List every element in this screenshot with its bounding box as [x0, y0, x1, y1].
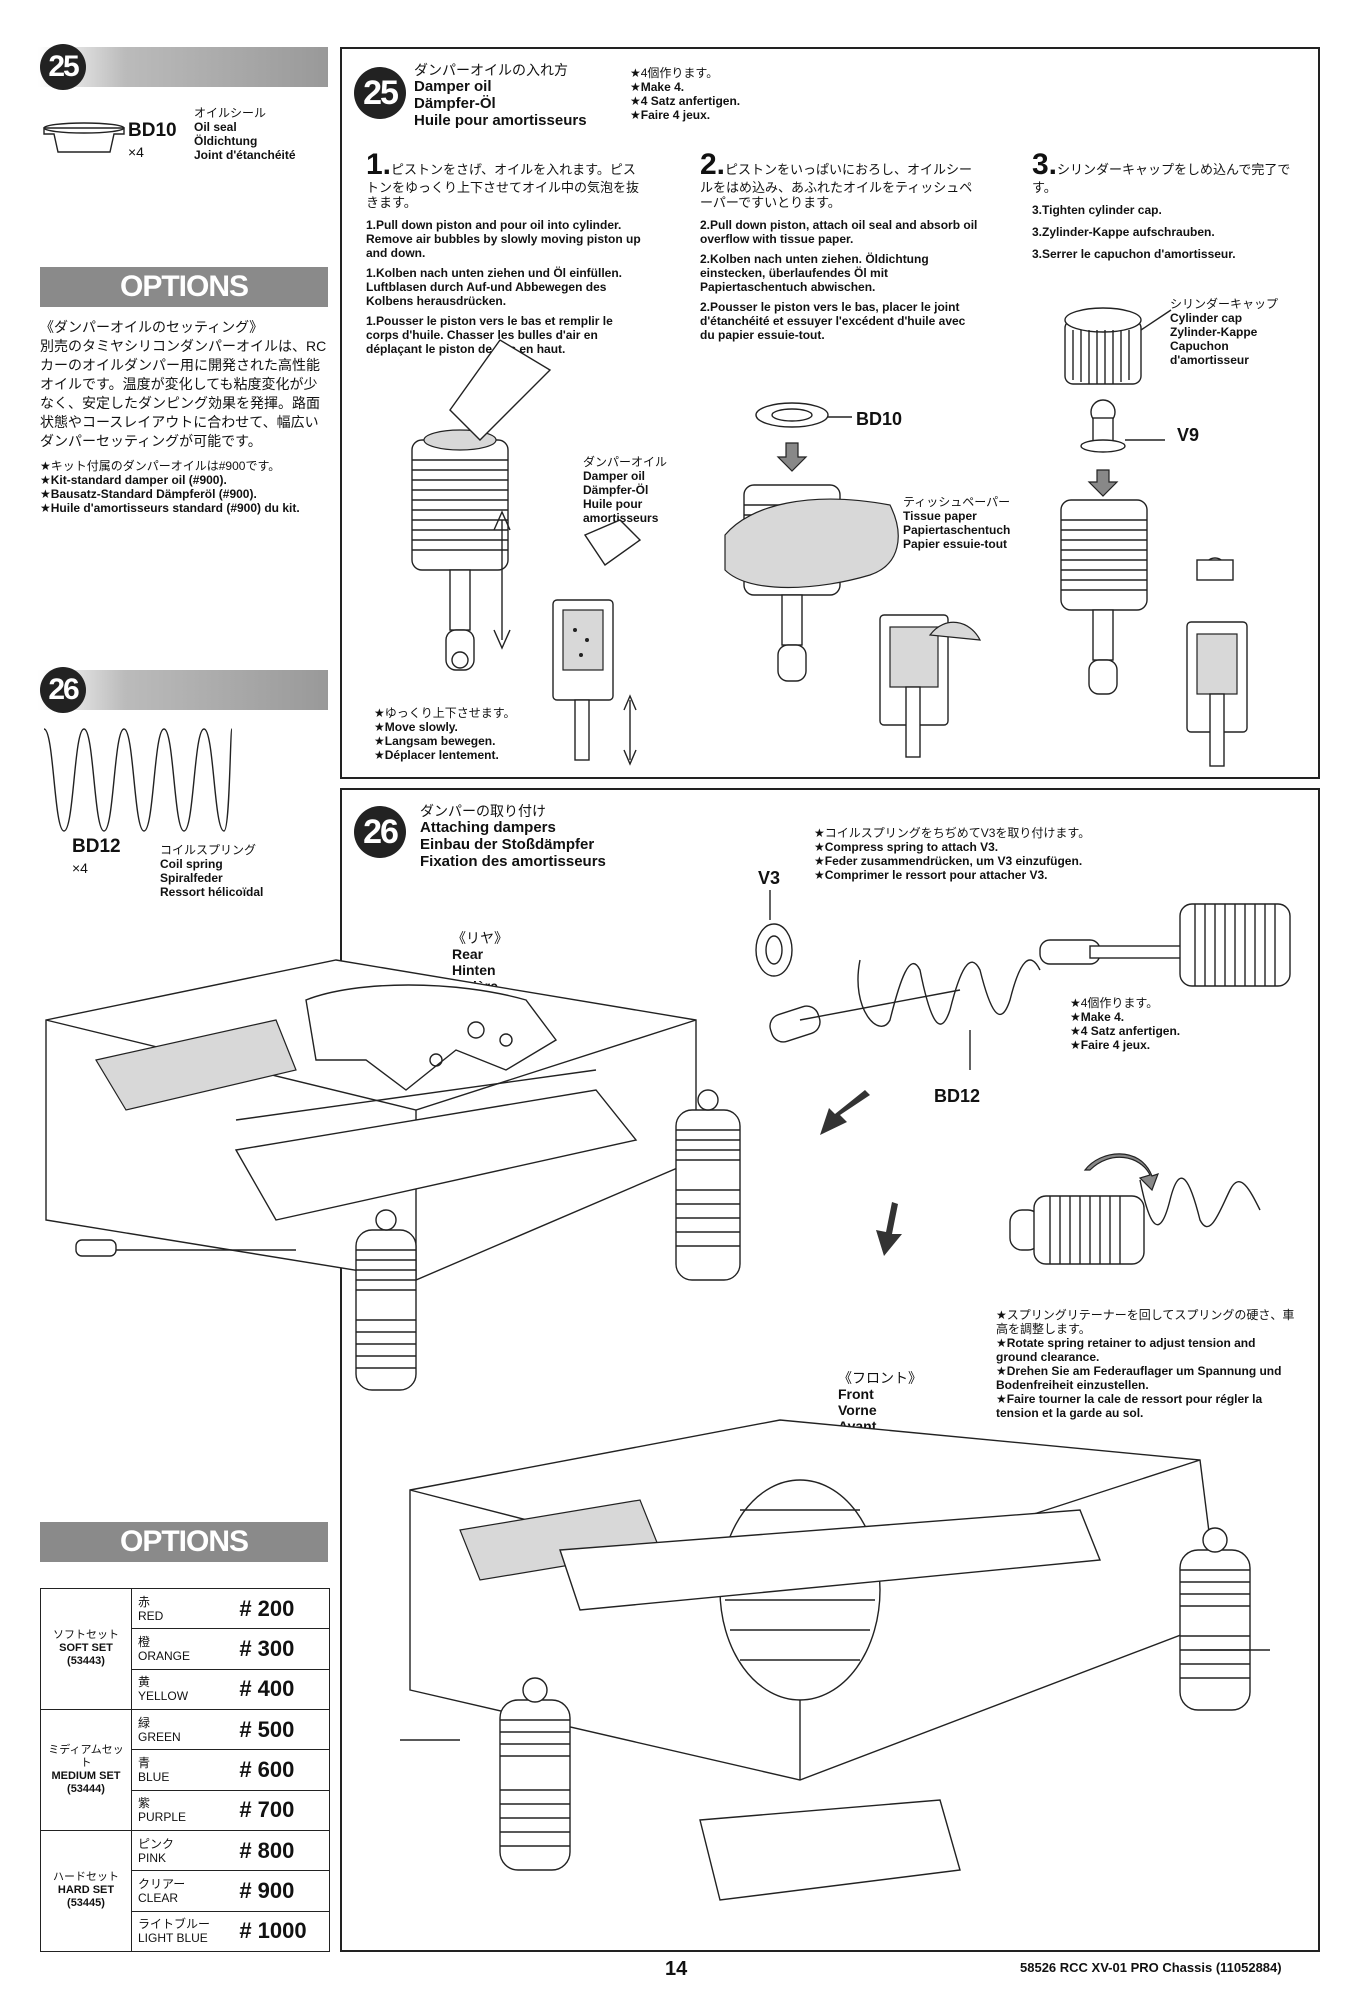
- oil-viscosity: # 200: [233, 1587, 331, 1630]
- front-chassis-illustration: [400, 1419, 1270, 1901]
- page-number: 14: [665, 1958, 688, 1980]
- instruction-3: 3.シリンダーキャップをしめ込んで完了です。 3.Tighten cylinde…: [1032, 148, 1291, 262]
- spring-assembly-illustration: [755, 890, 1291, 1070]
- step26-left-bar: [38, 670, 328, 710]
- damper-seal-illustration: [724, 402, 982, 758]
- bd12-qty: ×4: [72, 860, 88, 876]
- document-code: 58526 RCC XV-01 PRO Chassis (11052884): [1020, 1960, 1282, 1975]
- options-title-2: OPTIONS: [40, 1522, 328, 1562]
- v9-callout: V9: [1177, 425, 1200, 445]
- v3-callout: V3: [758, 868, 781, 888]
- bd12-code: BD12: [72, 836, 121, 857]
- damper-cap-illustration: [1060, 307, 1248, 767]
- tissue-paper-label: ティッシュペーパー Tissue paper Papiertaschentuch…: [903, 495, 1011, 551]
- front-label: 《フロント》 Front Vorne Avant: [838, 1370, 922, 1434]
- coil-spring-icon: [43, 728, 233, 832]
- step25-number: 25: [354, 67, 406, 119]
- instruction-2: 2.ピストンをいっぱいにおろし、オイルシールをはめ込み、あふれたオイルをティッシ…: [700, 148, 978, 343]
- arrow-down-left-icon: [820, 1090, 870, 1135]
- bd10-code: BD10: [128, 120, 177, 141]
- step26-left-number: 26: [40, 667, 86, 713]
- move-slowly-note: ★ゆっくり上下させます。 ★Move slowly. ★Langsam bewe…: [374, 706, 516, 762]
- oil-viscosity: # 600: [233, 1749, 331, 1791]
- oil-viscosity: # 400: [233, 1668, 331, 1710]
- oil-viscosity: # 700: [233, 1789, 331, 1831]
- compress-spring-note: ★コイルスプリングをちぢめてV3を取り付けます。 ★Compress sprin…: [814, 826, 1091, 882]
- step26-title: ダンパーの取り付け Attaching dampers Einbau der S…: [420, 803, 606, 870]
- step26-make-four: ★4個作ります。 ★Make 4. ★4 Satz anfertigen. ★F…: [1070, 996, 1181, 1052]
- step25-title: ダンパーオイルの入れ方 Damper oil Dämpfer-Öl Huile …: [414, 62, 587, 129]
- oil-viscosity: # 500: [233, 1708, 331, 1751]
- oil-viscosity: # 300: [233, 1628, 331, 1670]
- arrow-down-icon: [876, 1202, 902, 1256]
- damper-cutaway-1: [552, 519, 642, 766]
- bd12-callout: BD12: [934, 1086, 981, 1106]
- oil-seal-icon: [43, 122, 125, 153]
- step25-make-four: ★4個作ります。 ★Make 4. ★4 Satz anfertigen. ★F…: [630, 66, 741, 122]
- damper-oil-label: ダンパーオイル Damper oil Dämpfer-Öl Huile pour…: [583, 455, 668, 525]
- step25-left-bar: [38, 47, 328, 87]
- instruction-1: 1.ピストンをさげ、オイルを入れます。ピストンをゆっくり上下させてオイル中の気泡…: [366, 148, 641, 357]
- bd12-names: コイルスプリング Coil spring Spiralfeder Ressort…: [160, 843, 264, 899]
- bd10-callout: BD10: [856, 409, 903, 429]
- oil-viscosity: # 800: [233, 1829, 331, 1872]
- step26-number: 26: [354, 806, 406, 858]
- oil-viscosity: # 1000: [233, 1910, 331, 1953]
- adjusted-damper-illustration: [1009, 1153, 1261, 1265]
- rear-chassis-illustration: [45, 959, 741, 1391]
- oil-viscosity: # 900: [233, 1870, 331, 1912]
- bd10-names: オイルシール Oil seal Öldichtung Joint d'étanc…: [194, 106, 296, 162]
- bd10-qty: ×4: [128, 144, 144, 160]
- options-oil-text: 《ダンパーオイルのセッティング》 別売のタミヤシリコンダンパーオイルは、RCカー…: [40, 319, 327, 515]
- step25-left-number: 25: [40, 44, 86, 90]
- cylinder-cap-label: シリンダーキャップ Cylinder cap Zylinder-Kappe Ca…: [1170, 297, 1279, 367]
- options-title-1: OPTIONS: [40, 267, 328, 307]
- retainer-note: ★スプリングリテーナーを回してスプリングの硬さ、車高を調整します。 ★Rotat…: [996, 1308, 1295, 1420]
- damper-filling-illustration: [411, 339, 552, 671]
